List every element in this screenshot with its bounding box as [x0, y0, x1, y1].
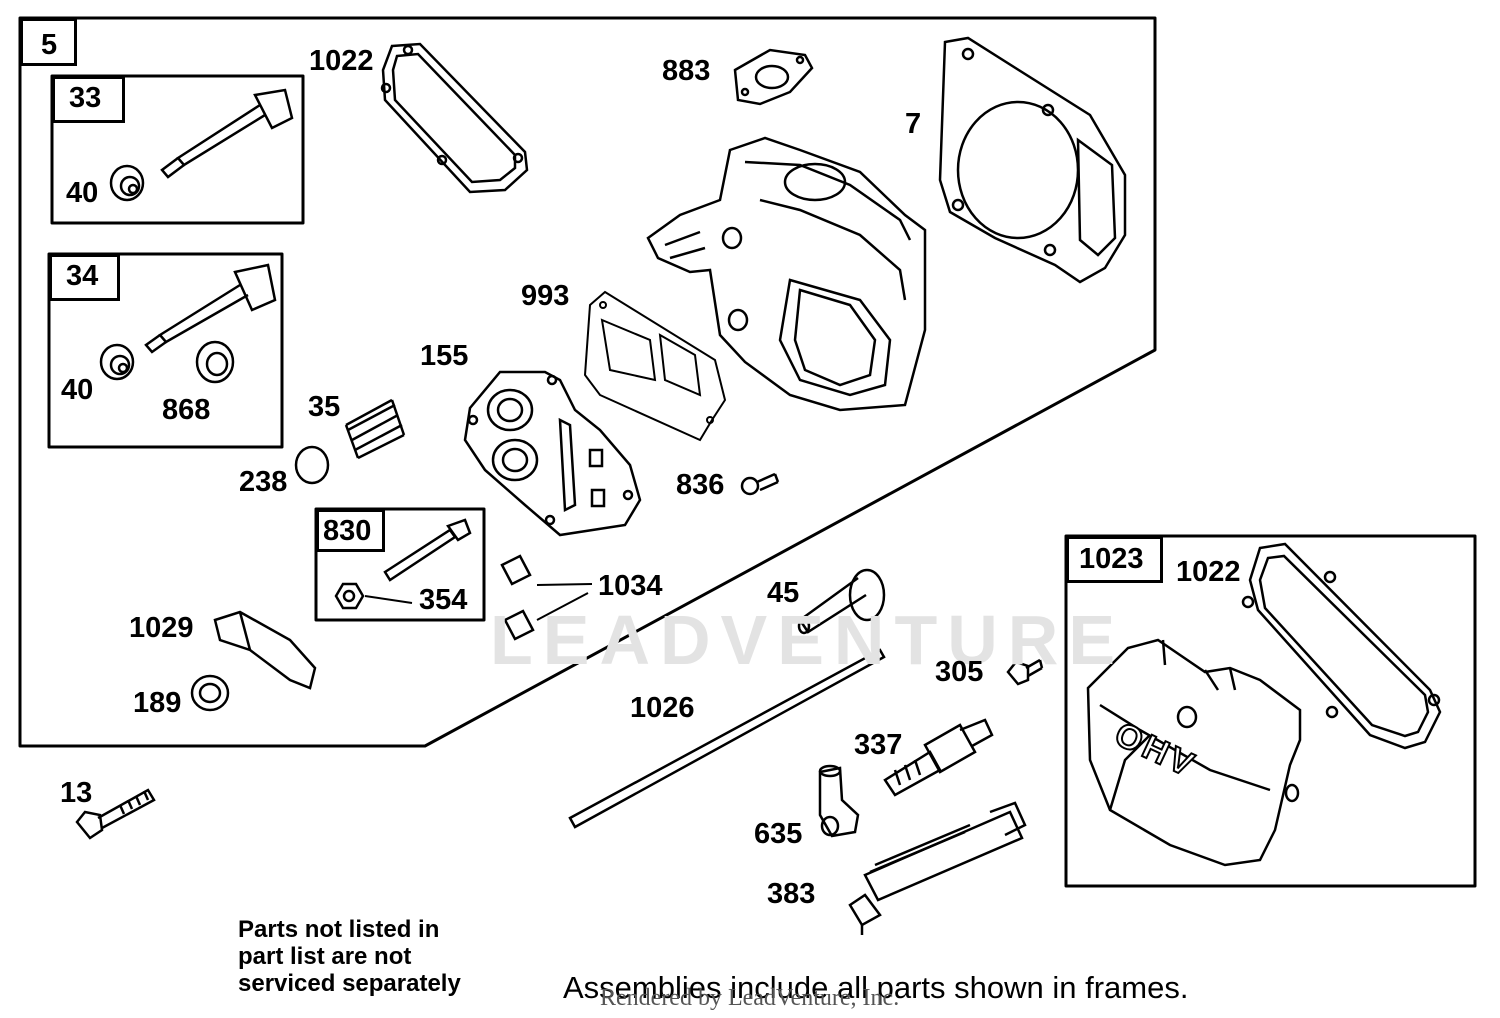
label-155: 155	[420, 340, 469, 372]
valve-retainer-a	[109, 164, 145, 202]
label-1034: 1034	[598, 570, 663, 602]
bolt-13	[75, 788, 156, 840]
head-gasket	[938, 36, 1127, 284]
label-1026: 1026	[630, 692, 695, 724]
rocker-ball	[190, 674, 230, 712]
label-13: 13	[60, 777, 93, 809]
label-189: 189	[133, 687, 182, 719]
rocker-arm	[213, 610, 317, 690]
rocker-cover	[1086, 638, 1302, 867]
label-354: 354	[419, 584, 468, 616]
exhaust-valve	[160, 88, 294, 179]
label-836: 836	[676, 469, 725, 501]
label-7: 7	[905, 108, 922, 140]
label-868: 868	[162, 394, 211, 426]
frame-830	[314, 507, 486, 622]
label-993: 993	[521, 280, 570, 312]
label-635: 635	[754, 818, 803, 850]
intake-gasket	[733, 48, 814, 106]
valve-seal	[195, 340, 235, 384]
frame-34	[47, 252, 284, 449]
rocker-gasket	[583, 290, 727, 442]
label-883: 883	[662, 55, 711, 87]
nut-354	[334, 582, 365, 610]
frame-label-5: 5	[20, 18, 77, 66]
rocker-plate	[463, 370, 642, 537]
rocker-stud	[383, 518, 472, 582]
spark-plug-boot	[818, 764, 860, 838]
render-credit: Rendered by LeadVenture, Inc.	[600, 985, 900, 1011]
label-40-b: 40	[61, 374, 94, 406]
cylinder-head	[646, 136, 927, 412]
frame-label-33: 33	[52, 76, 125, 123]
main-frame	[18, 16, 1157, 748]
frame-1023	[1064, 534, 1477, 888]
frame-label-830: 830	[316, 509, 385, 552]
label-238: 238	[239, 466, 288, 498]
note-line-1: Parts not listed in	[238, 916, 440, 943]
label-383: 383	[767, 878, 816, 910]
label-337: 337	[854, 729, 903, 761]
screw-836	[740, 472, 780, 496]
spark-plug-wrench	[848, 801, 1027, 935]
push-rod	[568, 648, 886, 829]
valve-cover-gasket-top	[380, 42, 529, 194]
watermark: LEADVENTURE	[490, 601, 1126, 679]
tappet	[797, 568, 886, 635]
label-1029: 1029	[129, 612, 194, 644]
label-1022-right: 1022	[1176, 556, 1241, 588]
note-line-3: serviced separately	[238, 970, 461, 997]
frame-label-34: 34	[49, 254, 120, 301]
label-305: 305	[935, 656, 984, 688]
valve-cover-gasket-right	[1241, 542, 1442, 750]
label-45: 45	[767, 577, 800, 609]
screw-305	[1006, 658, 1044, 686]
label-1022-top: 1022	[309, 45, 374, 77]
spark-plug	[883, 718, 994, 797]
note-line-2: part list are not	[238, 943, 412, 970]
not-serviced-note: Parts not listed in part list are not se…	[238, 916, 461, 997]
label-35: 35	[308, 391, 341, 423]
frame-label-1023: 1023	[1066, 536, 1163, 583]
assemblies-note: Assemblies include all parts shown in fr…	[563, 970, 1189, 1005]
valve-cap	[294, 445, 330, 485]
push-rod-guide	[500, 554, 535, 641]
intake-valve	[144, 263, 277, 354]
valve-retainer-b	[99, 343, 135, 381]
frame-33	[50, 74, 305, 225]
valve-spring	[344, 398, 406, 460]
label-40-a: 40	[66, 177, 99, 209]
